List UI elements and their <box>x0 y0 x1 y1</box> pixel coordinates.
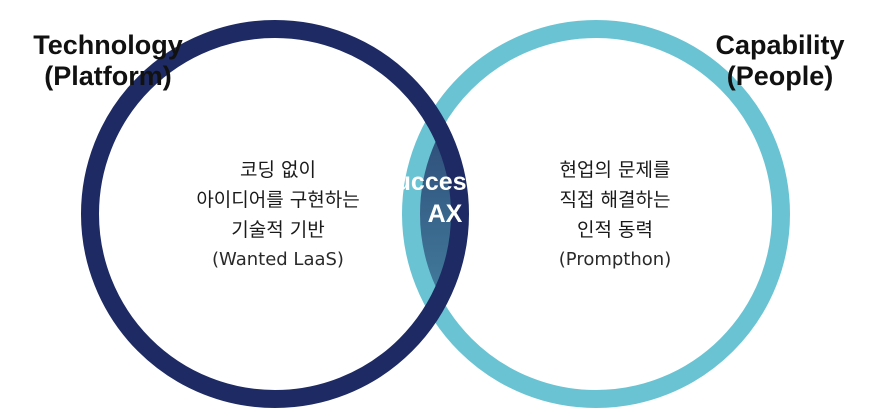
technology-ring <box>81 20 469 408</box>
technology-title-line2: (Platform) <box>44 61 172 91</box>
capability-title-line1: Capability <box>715 30 845 60</box>
technology-title: Technology (Platform) <box>8 30 208 92</box>
technology-desc-line2: 아이디어를 구현하는 <box>196 189 360 211</box>
technology-title-line1: Technology <box>33 30 183 60</box>
capability-desc-line4: (Prompthon) <box>558 249 672 270</box>
intersection-label-line1: Successful <box>378 168 511 196</box>
capability-desc-line1: 현업의 문제를 <box>559 159 671 181</box>
technology-description: 코딩 없이 아이디어를 구현하는 기술적 기반 (Wanted LaaS) <box>168 155 388 275</box>
intersection-label: Successful AX <box>355 166 535 230</box>
intersection-label-line2: AX <box>427 200 463 228</box>
capability-description: 현업의 문제를 직접 해결하는 인적 동력 (Prompthon) <box>505 155 725 275</box>
technology-desc-line1: 코딩 없이 <box>240 159 316 181</box>
capability-title: Capability (People) <box>680 30 877 92</box>
capability-title-line2: (People) <box>726 61 834 91</box>
capability-desc-line2: 직접 해결하는 <box>559 189 671 211</box>
technology-desc-line4: (Wanted LaaS) <box>212 249 344 270</box>
technology-desc-line3: 기술적 기반 <box>231 219 325 241</box>
capability-desc-line3: 인적 동력 <box>577 219 653 241</box>
capability-ring <box>402 20 790 408</box>
